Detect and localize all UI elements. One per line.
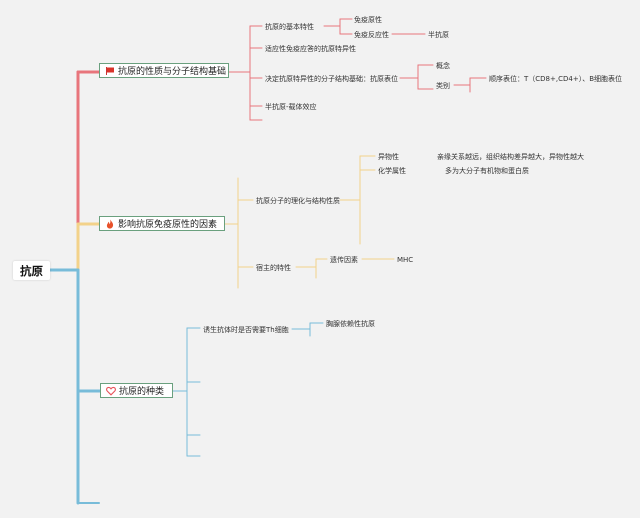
topic-chemical-detail[interactable]: 多为大分子有机物和蛋白质 <box>445 167 529 175</box>
topic-sequential-epitope[interactable]: 顺序表位：T（CD8+,CD4+）、B细胞表位 <box>489 75 622 83</box>
topic-hapten[interactable]: 半抗原 <box>428 31 449 39</box>
branch-types[interactable]: 抗原的种类 <box>100 383 173 398</box>
topic-genetic-factors[interactable]: 遗传因素 <box>330 256 358 264</box>
topic-th-requirement[interactable]: 诱生抗体时是否需要Th细胞 <box>203 326 289 334</box>
root-topic[interactable]: 抗原 <box>13 261 50 280</box>
topic-immunoreactivity[interactable]: 免疫反应性 <box>354 31 389 39</box>
branch-factors[interactable]: 影响抗原免疫原性的因素 <box>99 216 225 231</box>
topic-td-antigen[interactable]: 胸腺依赖性抗原 <box>326 320 375 328</box>
fire-icon <box>105 219 115 229</box>
topic-immunogenicity[interactable]: 免疫原性 <box>354 16 382 24</box>
topic-foreignness-detail[interactable]: 亲缘关系越远，组织结构差异越大，异物性越大 <box>437 153 584 161</box>
topic-epitope[interactable]: 决定抗原特异性的分子结构基础：抗原表位 <box>265 75 398 83</box>
topic-mhc[interactable]: MHC <box>397 256 414 264</box>
topic-antigen-specificity[interactable]: 适应性免疫应答的抗原特异性 <box>265 45 356 53</box>
heart-icon <box>106 386 116 396</box>
branch-label: 影响抗原免疫原性的因素 <box>118 220 218 230</box>
topic-chemical-nature[interactable]: 化学属性 <box>378 167 406 175</box>
topic-basic-properties[interactable]: 抗原的基本特性 <box>265 23 314 31</box>
topic-foreignness[interactable]: 异物性 <box>378 153 399 161</box>
topic-category[interactable]: 类别 <box>436 82 450 90</box>
topic-physicochemical[interactable]: 抗原分子的理化与结构性质 <box>256 197 340 205</box>
topic-concept[interactable]: 概念 <box>436 62 450 70</box>
branch-label: 抗原的种类 <box>119 387 165 397</box>
topic-hapten-carrier[interactable]: 半抗原-载体效应 <box>265 103 317 111</box>
red-flag-icon <box>105 66 115 76</box>
branch-properties[interactable]: 抗原的性质与分子结构基础 <box>99 63 229 78</box>
branch-label: 抗原的性质与分子结构基础 <box>118 67 227 77</box>
topic-host-traits[interactable]: 宿主的特性 <box>256 264 291 272</box>
